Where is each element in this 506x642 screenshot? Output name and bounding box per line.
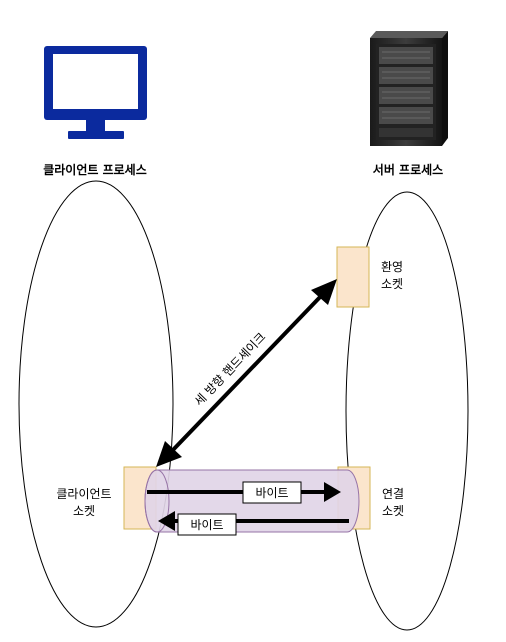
client-socket-label-line2: 소켓 [73,504,95,518]
server-process-title: 서버 프로세스 [373,162,443,177]
bytes-out-box [242,481,302,504]
client-process-title: 클라이언트 프로세스 [43,162,147,177]
handshake-arrow [156,279,337,467]
bytes-out-label: 바이트 [255,486,288,500]
welcome-socket-label-line2: 소켓 [381,277,403,291]
connection-socket-label-line2: 소켓 [382,504,404,518]
bytes-in-label: 바이트 [190,518,223,532]
monitor-icon [44,46,147,139]
client-process-ellipse [18,180,174,628]
welcome-socket-label-line1: 환영 [381,260,403,274]
welcome-socket [336,246,370,308]
bytes-in-box [177,513,237,536]
connection-socket-label-line1: 연결 [382,487,404,501]
server-process-ellipse [345,191,469,631]
handshake-label: 세 방향 핸드셰이크 [191,329,268,408]
server-rack-icon [370,31,448,146]
client-socket-label-line1: 클라이언트 [56,487,111,501]
